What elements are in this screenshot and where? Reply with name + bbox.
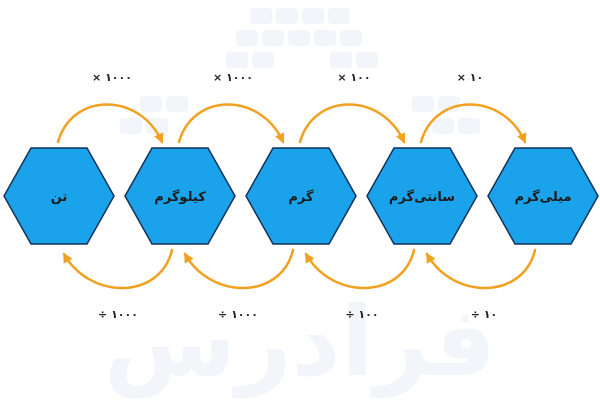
hexagon-kilogram	[124, 147, 236, 245]
arrow-kilogram-to-gram	[177, 103, 285, 144]
arrow-ton-to-kilogram	[56, 103, 164, 144]
divide-label-kilogram-ton: ÷ ۱۰۰۰	[98, 308, 138, 321]
arrow-centigram-to-gram	[304, 248, 416, 290]
divide-label-centigram-gram: ÷ ۱۰۰	[345, 308, 378, 321]
unit-label-centigram: سانتی‌گرم	[389, 189, 455, 205]
hexagon-ton	[3, 147, 115, 245]
multiply-label-ton-kilogram: × ۱۰۰۰	[92, 71, 132, 84]
arrow-gram-to-centigram	[298, 103, 406, 144]
unit-label-gram: گرم	[288, 189, 314, 205]
unit-label-milligram: میلی‌گرم	[515, 189, 572, 205]
divide-label-milligram-centigram: ÷ ۱۰	[471, 308, 497, 321]
arrow-centigram-to-milligram	[419, 103, 527, 144]
divide-label-gram-kilogram: ÷ ۱۰۰۰	[218, 308, 258, 321]
arrow-kilogram-to-ton	[62, 248, 174, 290]
watermark-text: فرادرس	[104, 286, 496, 398]
hexagon-milligram	[487, 147, 599, 245]
multiply-labels: × ۱۰۰۰ × ۱۰۰۰ × ۱۰۰ × ۱۰	[92, 71, 483, 84]
multiply-label-gram-centigram: × ۱۰۰	[337, 71, 370, 84]
hexagon-gram	[245, 147, 357, 245]
unit-label-kilogram: کیلوگرم	[154, 189, 206, 205]
hexagon-centigram	[366, 147, 478, 245]
multiply-label-kilogram-gram: × ۱۰۰۰	[213, 71, 253, 84]
divide-labels: ÷ ۱۰۰۰ ÷ ۱۰۰۰ ÷ ۱۰۰ ÷ ۱۰	[98, 308, 497, 321]
divide-arrows	[62, 248, 537, 290]
multiply-label-centigram-milligram: × ۱۰	[457, 71, 483, 84]
arrow-gram-to-kilogram	[183, 248, 295, 290]
unit-labels: تن کیلوگرم گرم سانتی‌گرم میلی‌گرم	[51, 189, 572, 205]
unit-label-ton: تن	[51, 190, 68, 205]
watermark-logo: فرادرس	[104, 8, 496, 398]
watermark-grid-icon	[120, 8, 480, 134]
multiply-arrows	[56, 103, 527, 144]
unit-hexagons	[3, 147, 599, 245]
arrow-milligram-to-centigram	[425, 248, 537, 290]
